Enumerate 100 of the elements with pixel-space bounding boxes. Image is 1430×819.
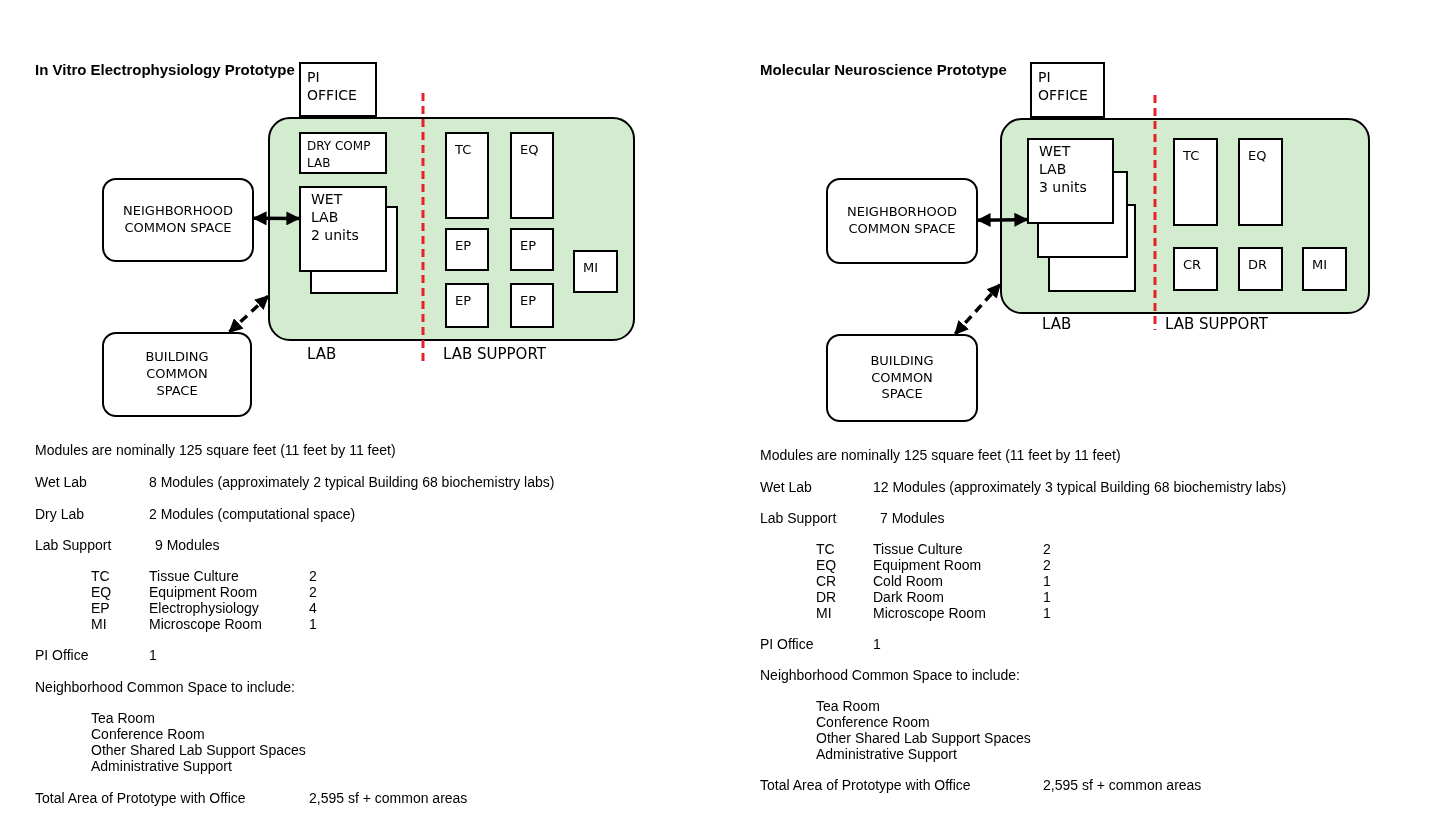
module-count: 4 <box>309 600 317 616</box>
row-label: PI Office <box>760 636 814 652</box>
room-label: MI <box>1311 256 1329 274</box>
room-name: Equipment Room <box>149 584 258 600</box>
list-item: Conference Room <box>816 714 930 730</box>
room-label: WET LAB <box>1039 142 1071 179</box>
room-code: EQ <box>91 584 112 600</box>
room-name: Microscope Room <box>149 616 262 632</box>
room-code: CR <box>816 573 837 589</box>
room-code: MI <box>816 605 832 621</box>
room-label: EP <box>454 292 473 310</box>
zone-label: LAB SUPPORT <box>443 344 546 365</box>
row-label: Wet Lab <box>35 474 87 490</box>
room-code: EQ <box>816 557 837 573</box>
room-label: DR <box>1247 256 1269 274</box>
room-name: Microscope Room <box>873 605 986 621</box>
row-value: 2,595 sf + common areas <box>309 790 468 806</box>
room-label: NEIGHBORHOOD COMMON SPACE <box>123 203 233 237</box>
room-label: EQ <box>519 141 540 159</box>
section-heading: In Vitro Electrophysiology Prototype <box>35 60 295 80</box>
module-count: 2 <box>1043 541 1051 557</box>
row-value: 7 Modules <box>880 510 945 526</box>
row-label: Lab Support <box>35 537 112 553</box>
room-name: Equipment Room <box>873 557 982 573</box>
arrow <box>976 212 1029 227</box>
room-label: EP <box>519 292 538 310</box>
room-box <box>1238 138 1283 226</box>
room-label: EP <box>454 237 473 255</box>
room-name: Electrophysiology <box>149 600 259 616</box>
list-item: Administrative Support <box>816 746 957 762</box>
zone-label: LAB <box>307 344 337 365</box>
room-code: DR <box>816 589 837 605</box>
row-label: Lab Support <box>760 510 837 526</box>
dashed-arrow <box>953 283 1002 336</box>
lab-zone <box>1000 118 1370 314</box>
row-value: 1 <box>149 647 157 663</box>
room-label: BUILDING COMMON SPACE <box>870 352 934 404</box>
room-label: NEIGHBORHOOD COMMON SPACE <box>847 204 957 238</box>
room-box <box>1173 247 1218 291</box>
note-text: Modules are nominally 125 square feet (11 feet by 11 feet) <box>760 447 1121 463</box>
room-box <box>573 250 618 293</box>
room-label: DRY COMP LAB <box>307 138 372 173</box>
list-item: Administrative Support <box>91 758 232 774</box>
row-value: 8 Modules (approximately 2 typical Building 68 biochemistry labs) <box>149 474 555 490</box>
room-name: Tissue Culture <box>149 568 239 584</box>
list-item: Other Shared Lab Support Spaces <box>91 742 306 758</box>
room-label: BUILDING COMMON SPACE <box>145 349 209 400</box>
stacked-room-boxes <box>1027 138 1136 292</box>
list-item: Conference Room <box>91 726 205 742</box>
zone-label: LAB <box>1042 314 1072 335</box>
module-count: 2 <box>1043 557 1051 573</box>
row-value: 2 Modules (computational space) <box>149 506 356 522</box>
room-label: 2 units <box>311 226 360 245</box>
common-space-box <box>102 178 254 262</box>
room-box <box>299 62 377 117</box>
lab-zone <box>268 117 635 341</box>
row-label: Dry Lab <box>35 506 85 522</box>
row-label: PI Office <box>35 647 89 663</box>
module-count: 2 <box>309 584 317 600</box>
module-count: 2 <box>309 568 317 584</box>
dashed-arrow <box>228 294 270 334</box>
room-box <box>1302 247 1347 291</box>
section-heading: Molecular Neuroscience Prototype <box>760 60 1007 80</box>
note-text: Neighborhood Common Space to include: <box>760 667 1020 683</box>
room-label: WET LAB <box>311 190 343 227</box>
module-count: 1 <box>1043 605 1051 621</box>
room-box <box>510 283 554 328</box>
room-label: TC <box>1182 147 1201 165</box>
room-label: PI OFFICE <box>307 68 357 105</box>
module-count: 1 <box>1043 573 1051 589</box>
room-label: EP <box>519 237 538 255</box>
row-value: 9 Modules <box>155 537 220 553</box>
note-text: Neighborhood Common Space to include: <box>35 679 295 695</box>
room-box <box>445 283 489 328</box>
arrow <box>252 211 301 226</box>
room-label: 3 units <box>1039 178 1088 197</box>
room-box <box>445 228 489 271</box>
room-box <box>1030 62 1105 118</box>
row-value: 2,595 sf + common areas <box>1043 777 1202 793</box>
room-box <box>445 132 489 219</box>
row-label: Wet Lab <box>760 479 812 495</box>
row-label: Total Area of Prototype with Office <box>760 777 971 793</box>
note-text: Modules are nominally 125 square feet (11 feet by 11 feet) <box>35 442 396 458</box>
room-box <box>1173 138 1218 226</box>
room-label: EQ <box>1247 147 1268 165</box>
row-label: Total Area of Prototype with Office <box>35 790 246 806</box>
row-value: 12 Modules (approximately 3 typical Building 68 biochemistry labs) <box>873 479 1287 495</box>
room-box <box>1238 247 1283 291</box>
common-space-box <box>826 334 978 422</box>
room-code: EP <box>91 600 110 616</box>
room-name: Dark Room <box>873 589 944 605</box>
room-label: PI OFFICE <box>1038 68 1088 105</box>
list-item: Tea Room <box>816 698 880 714</box>
zone-label: LAB SUPPORT <box>1165 314 1268 335</box>
room-label: CR <box>1182 256 1203 274</box>
list-item: Other Shared Lab Support Spaces <box>816 730 1031 746</box>
room-name: Tissue Culture <box>873 541 963 557</box>
common-space-box <box>826 178 978 264</box>
room-box <box>510 228 554 271</box>
common-space-box <box>102 332 252 417</box>
